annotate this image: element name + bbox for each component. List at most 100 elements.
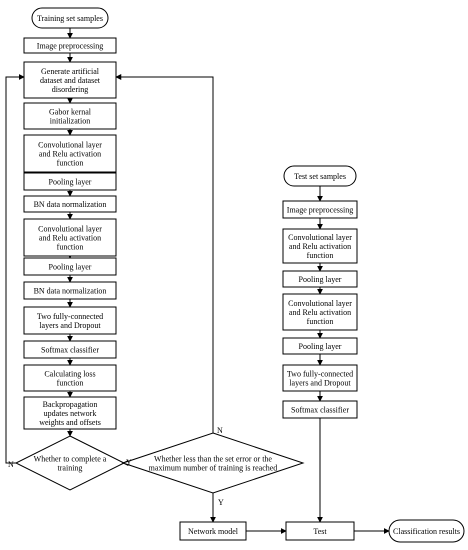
classification-results-text: Classification results	[393, 527, 460, 536]
right-step-2: Pooling layer	[282, 270, 358, 288]
decision-error-text: Whether less than the set error or the	[154, 455, 272, 464]
left-step-10-text: Softmax classifier	[41, 346, 99, 355]
network-model-box-shape	[179, 521, 247, 541]
left-step-5-shape	[23, 195, 117, 213]
left-step-12-shape	[23, 396, 117, 430]
left-step-8: BN data normalization	[23, 281, 117, 300]
left-step-11-text: Calculating loss	[44, 370, 95, 379]
start-training-samples: Training set samples	[31, 7, 109, 29]
left-step-1-text: disordering	[52, 85, 88, 94]
right-step-1-text: function	[307, 251, 334, 260]
right-step-2-text: Pooling layer	[299, 275, 342, 284]
right-step-0: Image preprocessing	[282, 200, 358, 219]
left-step-2-text: Gabor kernal	[49, 108, 92, 117]
left-step-6-text: Convolutional layer	[38, 225, 102, 234]
left-step-0-shape	[23, 37, 117, 54]
left-step-10-shape	[23, 340, 117, 359]
right-step-2-shape	[282, 270, 358, 288]
loop-n-top	[115, 74, 214, 433]
right-step-4: Pooling layer	[282, 337, 358, 355]
test-box-text: Test	[313, 527, 327, 536]
left-step-12-text: updates network	[44, 409, 97, 418]
decision-error: Whether less than the set error or thema…	[121, 432, 305, 494]
right-step-5-text: Two fully-connected	[287, 370, 353, 379]
right-step-5-shape	[282, 364, 358, 392]
left-step-9-shape	[23, 306, 117, 335]
right-step-6-text: Softmax classifier	[291, 406, 349, 415]
left-step-8-shape	[23, 281, 117, 300]
start-test-samples-shape	[283, 165, 357, 187]
label-y-down: Y	[218, 498, 224, 507]
right-step-6-shape	[282, 400, 358, 419]
loop-n-left	[5, 74, 25, 464]
right-step-1-text: and Relu activation	[289, 242, 351, 251]
right-step-0-shape	[282, 200, 358, 219]
decision-error-text: maximum number of training is reached	[149, 464, 278, 473]
left-step-11-shape	[23, 364, 117, 392]
left-step-2-shape	[23, 102, 117, 130]
left-step-1-text: Generate artificial	[41, 67, 100, 76]
decision-training-text: training	[58, 464, 83, 473]
left-step-6-text: and Relu activation	[39, 234, 101, 243]
left-step-4-shape	[23, 172, 117, 191]
left-step-0-text: Image preprocessing	[37, 42, 103, 51]
left-step-4-text: Pooling layer	[49, 178, 92, 187]
start-training-samples-text: Training set samples	[37, 14, 103, 23]
network-model-box-text: Network model	[188, 527, 239, 536]
decision-training-text: Whether to complete a	[34, 455, 107, 464]
left-step-7: Pooling layer	[23, 257, 117, 276]
left-step-12-text: weights and offsets	[39, 418, 101, 427]
left-step-4: Pooling layer	[23, 172, 117, 191]
right-step-0-text: Image preprocessing	[287, 206, 353, 215]
right-step-3-text: Convolutional layer	[288, 299, 352, 308]
connector-lines	[5, 28, 390, 534]
right-step-1-text: Convolutional layer	[288, 233, 352, 242]
right-step-5-text: layers and Dropout	[289, 379, 351, 388]
right-step-4-shape	[282, 337, 358, 355]
left-step-6-shape	[23, 218, 117, 257]
label-n-left: N	[8, 460, 14, 469]
left-step-1-shape	[23, 61, 117, 99]
left-step-3-text: and Relu activation	[39, 150, 101, 159]
left-step-9-text: layers and Dropout	[39, 321, 101, 330]
left-step-1-text: dataset and dataset	[40, 76, 101, 85]
network-model-box: Network model	[179, 521, 247, 541]
right-step-4-text: Pooling layer	[299, 342, 342, 351]
test-box-shape	[285, 521, 355, 541]
left-step-11-text: function	[57, 379, 84, 388]
right-step-3-text: function	[307, 317, 334, 326]
left-step-3-text: Convolutional layer	[38, 141, 102, 150]
decision-training-shape	[14, 435, 126, 491]
left-step-0: Image preprocessing	[23, 37, 117, 54]
classification-results-shape	[388, 519, 465, 543]
start-test-samples-text: Test set samples	[294, 172, 346, 181]
right-step-6: Softmax classifier	[282, 400, 358, 419]
left-step-7-shape	[23, 257, 117, 276]
decision-error-shape	[121, 432, 305, 494]
left-step-5: BN data normalization	[23, 195, 117, 213]
left-step-7-text: Pooling layer	[49, 263, 92, 272]
right-step-1-shape	[282, 228, 358, 264]
left-step-3-text: function	[57, 159, 84, 168]
start-training-samples-shape	[31, 7, 109, 29]
test-box: Test	[285, 521, 355, 541]
label-n-top: N	[217, 426, 223, 435]
start-test-samples: Test set samples	[283, 165, 357, 187]
left-step-12-text: Backpropagation	[43, 400, 98, 409]
left-step-10: Softmax classifier	[23, 340, 117, 359]
left-step-5-text: BN data normalization	[34, 200, 107, 209]
classification-results: Classification results	[388, 519, 465, 543]
